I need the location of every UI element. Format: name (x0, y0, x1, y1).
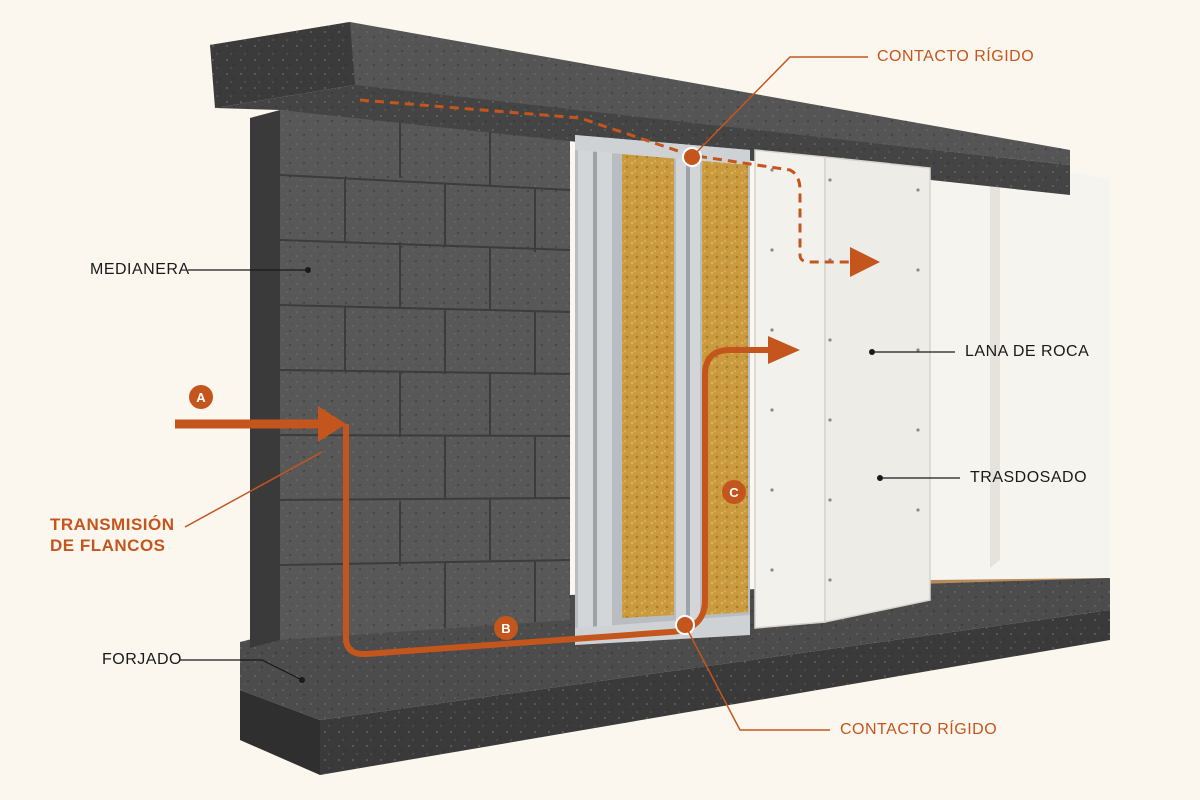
medianera-wall-side (250, 110, 280, 648)
gypsum-board-1 (754, 149, 826, 629)
gypsum-board-2 (824, 156, 931, 623)
label-transmision-line1: TRANSMISIÓN (50, 515, 175, 534)
label-contacto-rigido-top: CONTACTO RÍGIDO (877, 48, 1035, 65)
label-transmision-de-flancos: TRANSMISIÓN DE FLANCOS (50, 514, 175, 556)
badge-b: B (494, 616, 518, 640)
leader-lines (180, 269, 960, 681)
rock-wool-left (622, 150, 674, 618)
room-back-wall (930, 160, 1110, 580)
badge-b-text: B (501, 621, 510, 636)
dashed-transmission-path (359, 98, 880, 277)
label-trasdosado: TRASDOSADO (970, 469, 1088, 486)
forjado-slab-front (240, 690, 320, 775)
badge-c-text: C (729, 485, 739, 500)
accent-leader-lines (184, 56, 868, 731)
room-wall-shade (990, 170, 1000, 568)
label-lana-de-roca: LANA DE ROCA (965, 343, 1090, 360)
label-contacto-rigido-bottom: CONTACTO RÍGIDO (840, 721, 998, 738)
block-joints (279, 118, 571, 632)
label-transmision-line2: DE FLANCOS (50, 536, 166, 555)
flanking-path-b-c (343, 347, 770, 658)
label-forjado: FORJADO (102, 651, 182, 668)
badge-a: A (189, 385, 213, 409)
badge-a-text: A (196, 390, 206, 405)
rock-wool-right (702, 156, 748, 615)
badge-c: C (722, 480, 746, 504)
label-medianera: MEDIANERA (90, 261, 190, 278)
